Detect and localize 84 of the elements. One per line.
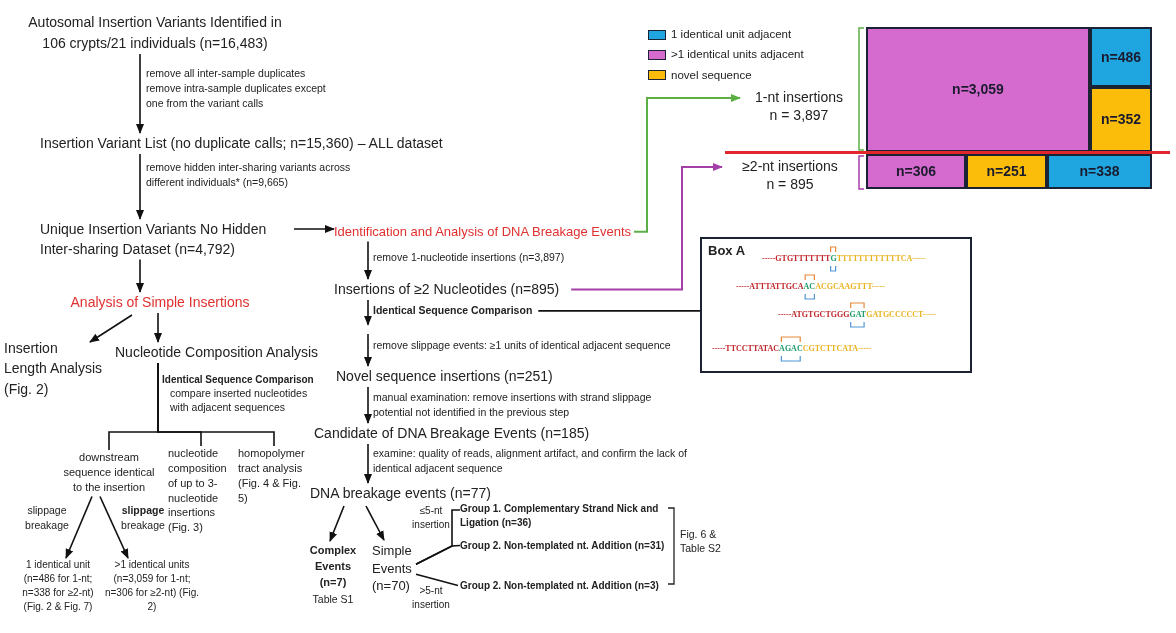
connector-line <box>537 310 701 312</box>
edge-label: slippage breakage <box>24 503 70 533</box>
arrow <box>364 443 372 484</box>
step-label: Identical Sequence Comparison <box>162 373 314 387</box>
result-text: >1 identical units (n=3,059 for 1-nt; n=306 for ≥2-nt) (Fig. 2) <box>102 558 202 614</box>
arrow <box>136 53 144 134</box>
step-text: Unique Insertion Variants No Hidden Inter-sharing Dataset (n=4,792) <box>40 219 290 260</box>
edge-label: remove all inter-sample duplicates remove intra-sample duplicates except one from the variant calls <box>146 66 327 112</box>
step-text: downstream sequence identical to the insertion <box>58 450 160 495</box>
box-title: Box A <box>708 242 746 260</box>
sequence-box <box>700 237 972 373</box>
edge-label: remove 1-nucleotide insertions (n=3,897) <box>373 250 565 265</box>
step-text: Insertions of ≥2 Nucleotides (n=895) <box>334 279 560 300</box>
note-text: compare inserted nucleotides with adjacent sequences <box>170 386 309 415</box>
step-text: Autosomal Insertion Variants Identified in 106 crypts/21 individuals (n=16,483) <box>20 12 290 54</box>
section-heading: Identification and Analysis of DNA Breakage Events <box>334 222 631 242</box>
connector-line <box>157 362 275 447</box>
step-text: Complex Events (n=7) <box>306 543 360 591</box>
arrow <box>364 333 372 367</box>
edge-label: remove slippage events: ≥1 units of identical adjacent sequence <box>373 338 671 353</box>
treemap-cell: n=486 <box>1090 27 1152 87</box>
arrow <box>293 225 335 233</box>
group-text: Group 2. Non-templated nt. Addition (n=31) <box>460 538 665 553</box>
connector-line <box>415 544 461 566</box>
sequence-text: -----ATTTATTGCA <box>736 281 804 293</box>
arrow <box>329 505 345 542</box>
legend-text: >1 identical units adjacent <box>671 47 804 63</box>
connector-line <box>415 573 459 587</box>
step-text: homopolymer tract analysis (Fig. 4 & Fig. 5) <box>238 446 310 506</box>
treemap-cell: n=352 <box>1090 87 1152 152</box>
sequence-text: AC <box>803 282 816 291</box>
sequence-text: CGTCTTCATA----- <box>802 343 872 355</box>
arrow <box>364 240 372 280</box>
arrow <box>136 258 144 293</box>
legend-text: novel sequence <box>671 67 752 83</box>
sequence-text: -----GTGTTTTTTT <box>762 253 831 265</box>
arrow <box>365 505 385 541</box>
edge-label: >5-nt insertion <box>411 584 451 611</box>
step-text: Novel sequence insertions (n=251) <box>336 366 553 387</box>
sequence-text: AGAC <box>779 344 803 353</box>
arrow <box>364 299 372 326</box>
arrow <box>99 495 129 559</box>
sequence-text: -----ATGTGCTGGG <box>778 309 850 321</box>
edge-label: examine: quality of reads, alignment artifact, and confirm the lack of identical adjacent sequence <box>373 446 688 476</box>
step-text: Insertion Length Analysis (Fig. 2) <box>4 338 104 399</box>
sequence-text: GAT <box>849 310 867 319</box>
edge-label: remove hidden inter-sharing variants across different individuals* (n=9,665) <box>146 160 352 191</box>
group-text: Group 2. Non-templated nt. Addition (n=3) <box>460 578 659 593</box>
step-text: Simple Events (n=70) <box>372 542 414 595</box>
reference-text: Table S1 <box>311 592 355 607</box>
arrow <box>136 153 144 220</box>
category-text: 1-nt insertions <box>754 88 844 107</box>
sequence-text: TTTTTTTTTTTTCA----- <box>836 253 926 265</box>
edge-label: slippage breakage <box>120 503 166 533</box>
treemap-cell: n=3,059 <box>866 27 1090 152</box>
sequence-text: G <box>830 254 837 263</box>
category-text: ≥2-nt insertions <box>741 157 839 176</box>
reference-text: Fig. 6 & Table S2 <box>680 527 722 556</box>
section-heading: Analysis of Simple Insertions <box>60 292 260 313</box>
edge-label: manual examination: remove insertions with strand slippage potential not identified in the previous step <box>373 390 653 420</box>
category-text: n = 895 <box>765 175 815 194</box>
treemap-cell: n=251 <box>966 154 1047 189</box>
edge-label: ≤5-nt insertion <box>411 504 451 531</box>
arrow <box>364 386 372 424</box>
treemap-cell: n=306 <box>866 154 966 189</box>
sequence-text: GATGCCCCCT----- <box>866 309 936 321</box>
step-text: Nucleotide Composition Analysis <box>115 342 319 363</box>
arrow <box>633 94 741 233</box>
step-text: Insertion Variant List (no duplicate calls; n=15,360) – ALL dataset <box>40 133 443 154</box>
arrow <box>570 163 723 291</box>
group-text: Group 1. Complementary Strand Nick and Ligation (n=36) <box>460 502 660 530</box>
legend-text: 1 identical unit adjacent <box>671 27 792 42</box>
step-text: Candidate of DNA Breakage Events (n=185) <box>314 423 590 444</box>
result-text: 1 identical unit (n=486 for 1-nt; n=338 for ≥2-nt) (Fig. 2 & Fig. 7) <box>14 558 102 614</box>
step-text: DNA breakage events (n=77) <box>310 483 491 504</box>
arrow <box>65 495 93 559</box>
category-text: n = 3,897 <box>768 106 830 125</box>
treemap-cell: n=338 <box>1047 154 1152 189</box>
arrow <box>154 312 162 343</box>
step-text: nucleotide composition of up to 3-nucleotide insertions (Fig. 3) <box>168 446 234 536</box>
arrow <box>89 314 133 343</box>
sequence-text: -----TTCCTTATAC <box>712 343 780 355</box>
sequence-text: ACGCAAGTTT----- <box>815 281 886 293</box>
step-label: Identical Sequence Comparison <box>373 303 533 319</box>
